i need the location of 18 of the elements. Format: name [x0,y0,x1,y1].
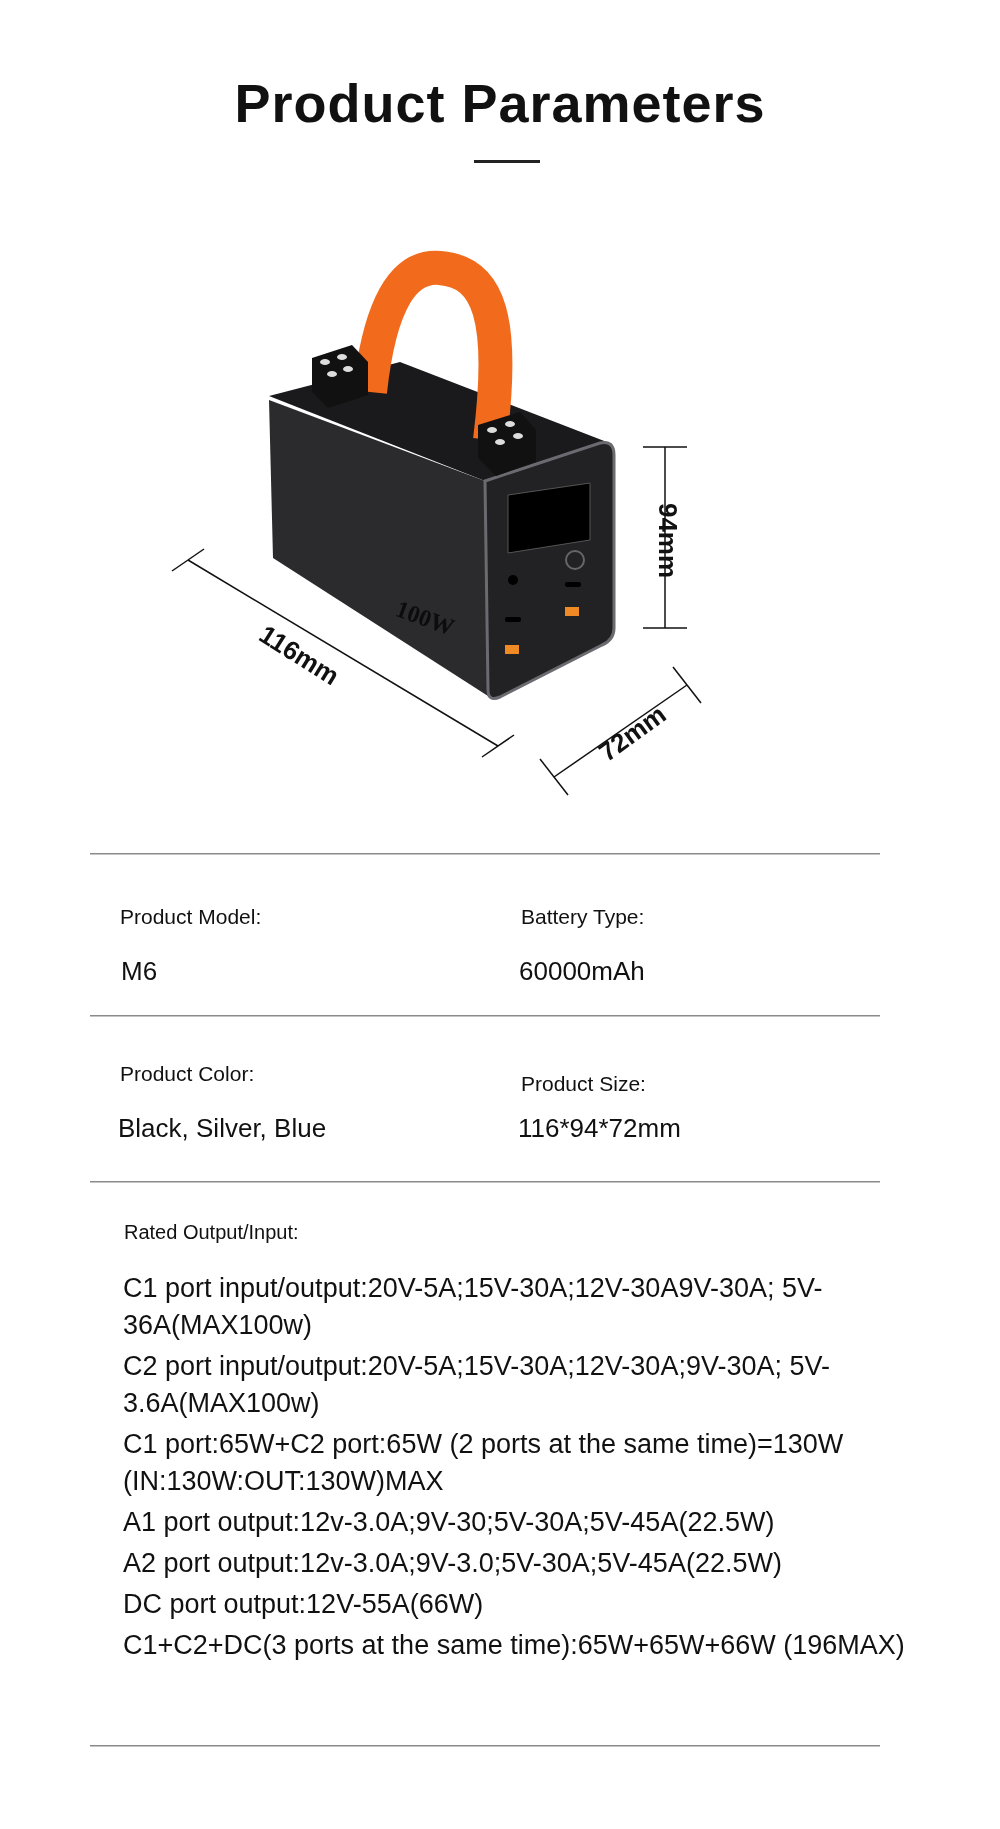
spec-line: C2 port input/output:20V-5A;15V-30A;12V-30A;9V-30A; 5V-3.6A(MAX100w) [123,1350,831,1420]
field-label: Product Color: [120,1062,255,1086]
page-title: Product Parameters [233,72,767,134]
spec-line: A1 port output:12v-3.0A;9V-30;5V-30A;5V-45A(22.5W) [123,1506,776,1539]
spec-line: C1 port:65W+C2 port:65W (2 ports at the same time)=130W (IN:130W:OUT:130W)MAX [123,1428,845,1498]
field-label: Battery Type: [521,905,645,929]
field-label: Product Size: [521,1072,646,1096]
field-value: 116*94*72mm [518,1113,681,1144]
field-value: M6 [121,956,158,987]
spec-line: C1 port input/output:20V-5A;15V-30A;12V-30A9V-30A; 5V-36A(MAX100w) [123,1272,824,1342]
spec-line: C1+C2+DC(3 ports at the same time):65W+65W+66W (196MAX) [123,1629,906,1662]
section-label: Rated Output/Input: [124,1221,299,1244]
field-label: Product Model: [120,905,262,929]
spec-line: DC port output:12V-55A(66W) [123,1588,485,1621]
spec-line: A2 port output:12v-3.0A;9V-3.0;5V-30A;5V-45A(22.5W) [123,1547,783,1580]
field-value: 60000mAh [519,956,645,987]
dimension-label: 94mm [652,502,684,579]
field-value: Black, Silver, Blue [118,1113,327,1144]
